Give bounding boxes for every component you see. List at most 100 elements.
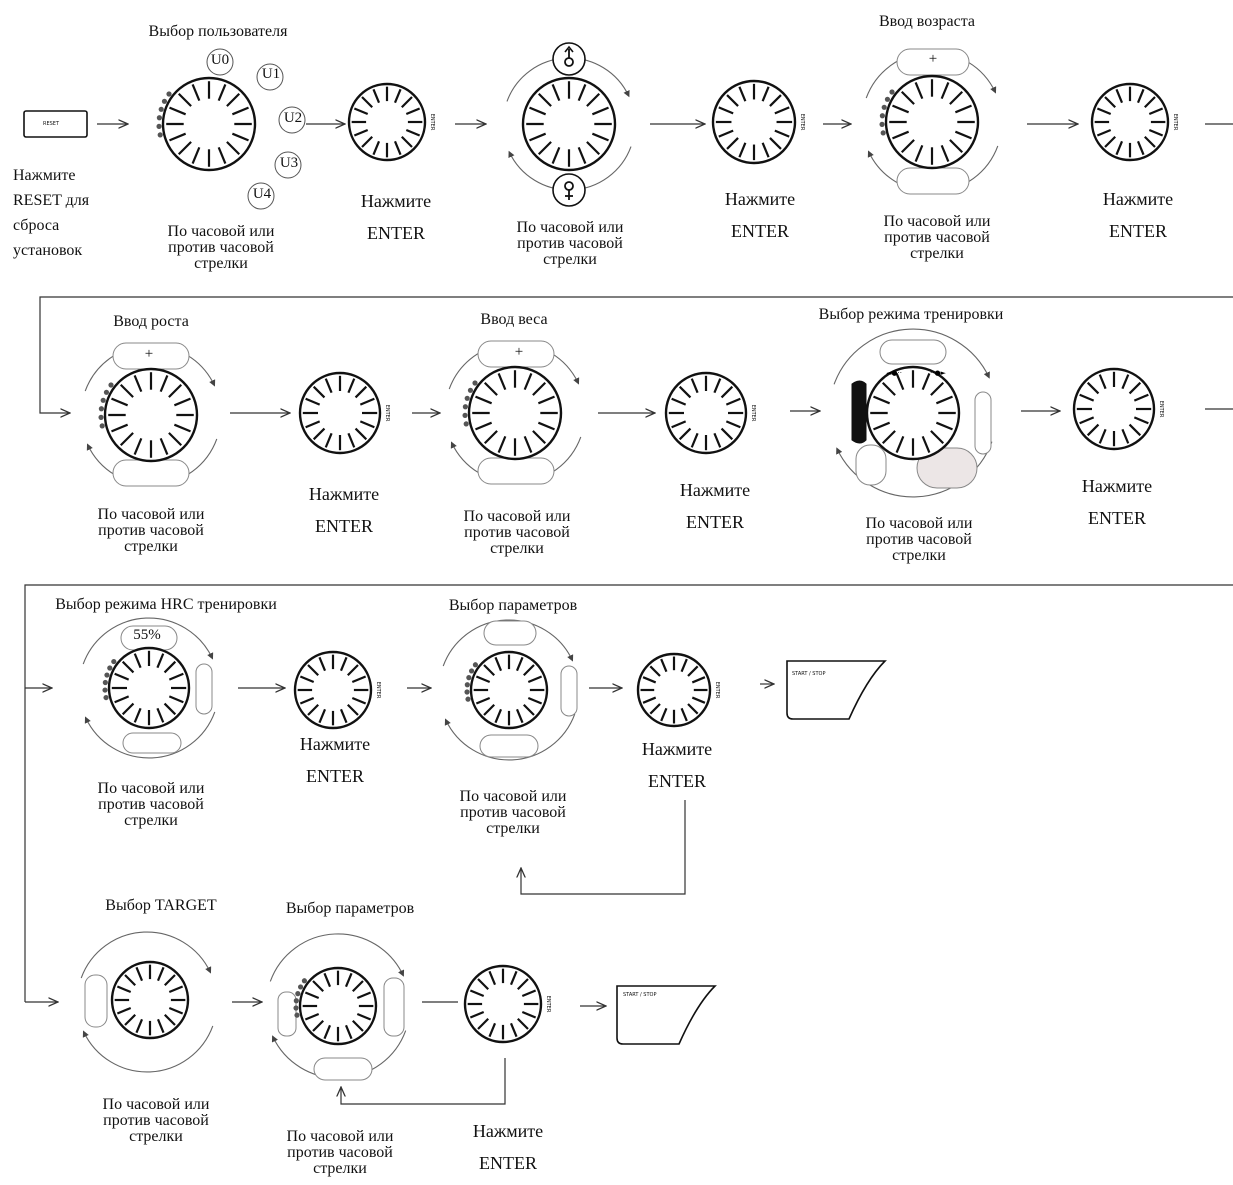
dial-enter-7: ENTER bbox=[293, 650, 381, 730]
dial-enter-8: ENTER bbox=[636, 652, 720, 728]
ring-arc-top bbox=[833, 328, 990, 385]
dial-tick bbox=[169, 106, 187, 116]
dial-dot bbox=[100, 397, 106, 403]
enter-caption-2: Нажмите ENTER bbox=[724, 189, 796, 241]
dial-dot bbox=[103, 389, 110, 395]
dial-dot bbox=[103, 694, 109, 701]
dial-tick bbox=[687, 665, 699, 677]
dial-tick bbox=[116, 1006, 132, 1015]
dial-tick bbox=[1148, 128, 1164, 137]
dial-dot bbox=[464, 689, 470, 695]
dial-tick bbox=[537, 92, 552, 107]
dial-tick bbox=[532, 430, 547, 445]
dial-tick bbox=[226, 141, 241, 156]
dial-dot bbox=[107, 665, 113, 671]
dial-enter-label: ENTER bbox=[375, 682, 381, 699]
dial-tick bbox=[372, 88, 381, 104]
dial-tick bbox=[515, 708, 524, 724]
dial-tick bbox=[642, 676, 657, 684]
dial-tick bbox=[678, 427, 692, 441]
dial-tick bbox=[949, 139, 964, 154]
dial-tick bbox=[318, 708, 327, 724]
dial-tick bbox=[177, 141, 192, 156]
dial-tick bbox=[354, 385, 368, 399]
dial-tick bbox=[660, 658, 668, 673]
minus-pad-height bbox=[112, 459, 190, 487]
dial-tick bbox=[761, 142, 770, 158]
user-u3: U3 bbox=[279, 155, 299, 171]
dial-tick bbox=[1133, 393, 1149, 402]
dial-tick bbox=[169, 132, 187, 142]
dial-enter-6: ENTER bbox=[1072, 367, 1164, 451]
dial-tick bbox=[312, 980, 324, 992]
dial-tick bbox=[895, 435, 905, 453]
start-stop-button-1 bbox=[786, 660, 887, 720]
dial-tick bbox=[1115, 140, 1124, 156]
dial-tick bbox=[164, 974, 176, 986]
dial-tick bbox=[483, 664, 495, 676]
dial-dot bbox=[294, 1012, 300, 1018]
dial-tick bbox=[509, 970, 518, 986]
dial-tick bbox=[307, 704, 319, 716]
program-pad-bottom-left bbox=[855, 444, 887, 486]
dial-dot bbox=[879, 113, 885, 119]
dial-tick bbox=[726, 94, 739, 107]
dial-tick bbox=[226, 92, 241, 107]
dial-tick bbox=[954, 130, 972, 140]
dial-tick bbox=[347, 704, 359, 716]
dial-tick bbox=[930, 381, 945, 396]
params1-pad-right bbox=[560, 665, 578, 717]
dial-dot bbox=[880, 130, 886, 136]
program-pad-top bbox=[879, 339, 947, 365]
dial-tick bbox=[660, 707, 668, 722]
dial-tick bbox=[475, 421, 493, 431]
dial-tick bbox=[116, 985, 132, 994]
dial-tick bbox=[537, 395, 555, 405]
dial-tick bbox=[940, 144, 950, 162]
dial-tick bbox=[515, 656, 524, 672]
dial-tick bbox=[352, 980, 364, 992]
start-stop-label-1: START / STOP bbox=[792, 671, 826, 677]
dial-tick bbox=[124, 974, 136, 986]
ring-arc-top bbox=[442, 619, 574, 667]
dial-tick bbox=[356, 991, 372, 1000]
dial-tick bbox=[156, 966, 165, 982]
dial-tick bbox=[551, 84, 561, 102]
dial-tick bbox=[372, 140, 381, 156]
dial-tick bbox=[769, 137, 782, 150]
hrc-percent: 55% bbox=[133, 627, 161, 643]
dial-tick bbox=[1136, 140, 1145, 156]
dial-tick bbox=[523, 704, 535, 716]
dial-dot bbox=[472, 380, 478, 386]
rotation-ring-params-1 bbox=[442, 619, 576, 761]
dial-tick bbox=[1104, 96, 1116, 108]
dial-tick bbox=[231, 132, 249, 142]
dial-tick bbox=[168, 1006, 184, 1015]
dial-tick bbox=[133, 437, 143, 455]
dial-dot bbox=[166, 91, 172, 97]
dial-tick bbox=[475, 696, 491, 705]
rotate-caption-params-1: По часовой или против часовой стрелки bbox=[459, 788, 567, 837]
dial-gender-select bbox=[521, 76, 617, 172]
dial-tick bbox=[156, 707, 165, 723]
dial-tick bbox=[517, 978, 529, 990]
dial-tick bbox=[892, 130, 910, 140]
dial-dot bbox=[464, 395, 470, 401]
dial-tick bbox=[718, 129, 734, 138]
dial-tick bbox=[356, 1012, 372, 1021]
ring-arc-bottom bbox=[444, 713, 576, 761]
dial-tick bbox=[551, 146, 561, 164]
dial-tick bbox=[691, 676, 706, 684]
dial-tick bbox=[720, 385, 734, 399]
dial-dot bbox=[161, 98, 168, 104]
plus-height: + bbox=[144, 346, 154, 362]
dial-tick bbox=[488, 1022, 497, 1038]
dial-enter-label: ENTER bbox=[1158, 401, 1164, 418]
dial-tick bbox=[523, 373, 533, 391]
title-program: Выбор режима тренировки bbox=[818, 306, 1004, 323]
dial-tick bbox=[483, 704, 495, 716]
user-u0-circle bbox=[206, 48, 234, 76]
dial-tick bbox=[586, 141, 601, 156]
plus-weight: + bbox=[514, 344, 524, 360]
ring-arc-bottom bbox=[84, 711, 216, 759]
